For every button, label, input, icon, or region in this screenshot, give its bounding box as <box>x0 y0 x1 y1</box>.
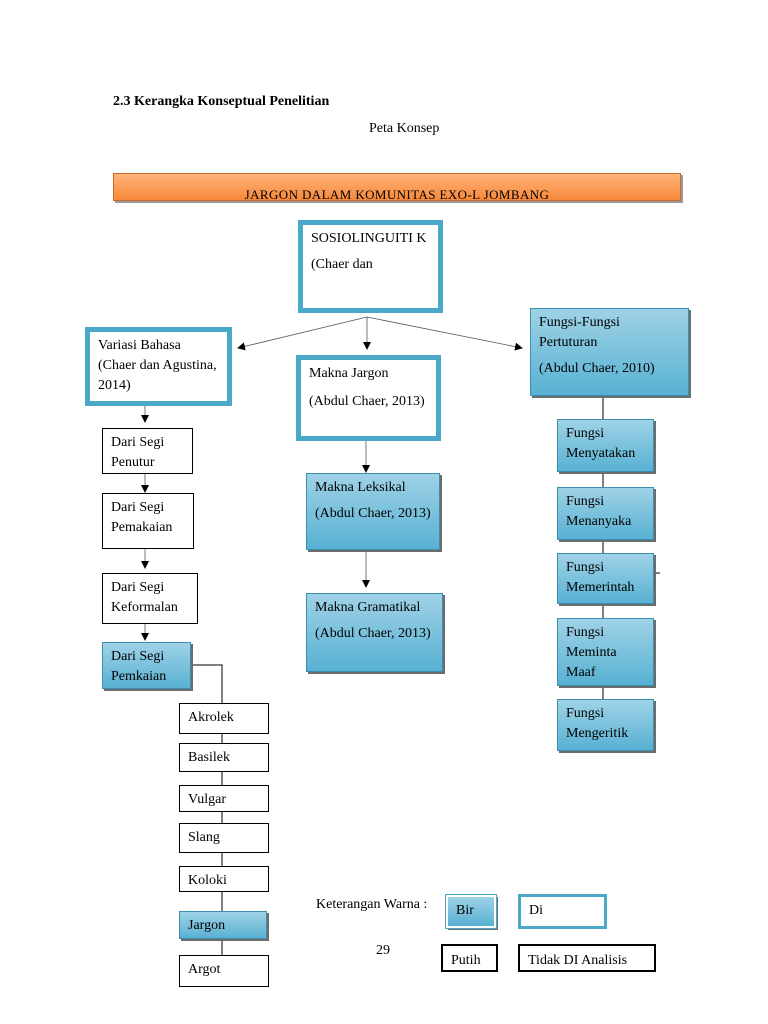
topic-banner-text: JARGON DALAM KOMUNITAS EXO-L JOMBANG <box>244 187 550 201</box>
variasi-bahasa-title: Variasi Bahasa <box>98 338 181 353</box>
legend-outline-swatch: Di <box>518 894 607 929</box>
root-node: SOSIOLINGUITI K (Chaer dan <box>298 220 443 313</box>
segi-keformalan-node: Dari Segi Keformalan <box>102 573 198 624</box>
makna-gramatikal-title: Makna Gramatikal <box>315 600 421 615</box>
makna-gramatikal-citation: (Abdul Chaer, 2013) <box>315 626 431 641</box>
makna-jargon-title: Makna Jargon <box>309 366 389 381</box>
fungsi-mengeritik-node: Fungsi Mengeritik <box>557 699 654 751</box>
root-node-title: SOSIOLINGUITI K <box>311 231 427 246</box>
jenis-akrolek-node: Akrolek <box>179 703 269 734</box>
segi-pemakaian-node: Dari Segi Pemakaian <box>102 493 194 549</box>
fungsi-menyatakan-node: Fungsi Menyatakan <box>557 419 654 472</box>
fungsi-pertuturan-citation: (Abdul Chaer, 2010) <box>539 361 655 376</box>
makna-gramatikal-node: Makna Gramatikal (Abdul Chaer, 2013) <box>306 593 443 672</box>
jenis-jargon-node: Jargon <box>179 911 267 939</box>
fungsi-meminta-maaf-node: Fungsi Meminta Maaf <box>557 618 654 686</box>
fungsi-pertuturan-node: Fungsi-Fungsi Pertuturan (Abdul Chaer, 2… <box>530 308 689 396</box>
concept-map-title: Peta Konsep <box>369 121 440 136</box>
makna-leksikal-node: Makna Leksikal (Abdul Chaer, 2013) <box>306 473 440 550</box>
makna-leksikal-title: Makna Leksikal <box>315 480 406 495</box>
legend-not-analyzed-swatch: Tidak DI Analisis <box>518 944 656 972</box>
makna-jargon-citation: (Abdul Chaer, 2013) <box>309 394 425 409</box>
segi-pemkaian-node: Dari Segi Pemkaian <box>102 642 191 689</box>
arrow-to-variasi <box>237 316 368 351</box>
segi-to-jenis-connector <box>190 664 223 703</box>
fungsi-memerintah-node: Fungsi Memerintah <box>557 553 654 604</box>
arrow-to-fungsi <box>366 316 523 351</box>
legend-blue-swatch: Bir <box>445 894 497 929</box>
makna-leksikal-citation: (Abdul Chaer, 2013) <box>315 506 431 521</box>
root-node-citation: (Chaer dan <box>311 257 373 272</box>
legend-label: Keterangan Warna : <box>316 897 428 912</box>
jenis-koloki-node: Koloki <box>179 866 269 892</box>
fungsi-menanyakan-node: Fungsi Menanyaka <box>557 487 654 540</box>
jenis-slang-node: Slang <box>179 823 269 853</box>
page-number: 29 <box>376 943 390 958</box>
jenis-vulgar-node: Vulgar <box>179 785 269 812</box>
variasi-bahasa-node: Variasi Bahasa (Chaer dan Agustina, 2014… <box>85 327 232 406</box>
legend-white-swatch: Putih <box>441 944 498 972</box>
segi-penutur-node: Dari Segi Penutur <box>102 428 193 474</box>
jenis-basilek-node: Basilek <box>179 743 269 772</box>
section-heading: 2.3 Kerangka Konseptual Penelitian <box>113 94 330 109</box>
variasi-bahasa-citation: (Chaer dan Agustina, 2014) <box>98 358 217 393</box>
jenis-argot-node: Argot <box>179 955 269 987</box>
topic-banner: JARGON DALAM KOMUNITAS EXO-L JOMBANG <box>113 173 681 201</box>
makna-jargon-node: Makna Jargon (Abdul Chaer, 2013) <box>296 355 441 441</box>
fungsi-pertuturan-title: Fungsi-Fungsi Pertuturan <box>539 315 620 350</box>
